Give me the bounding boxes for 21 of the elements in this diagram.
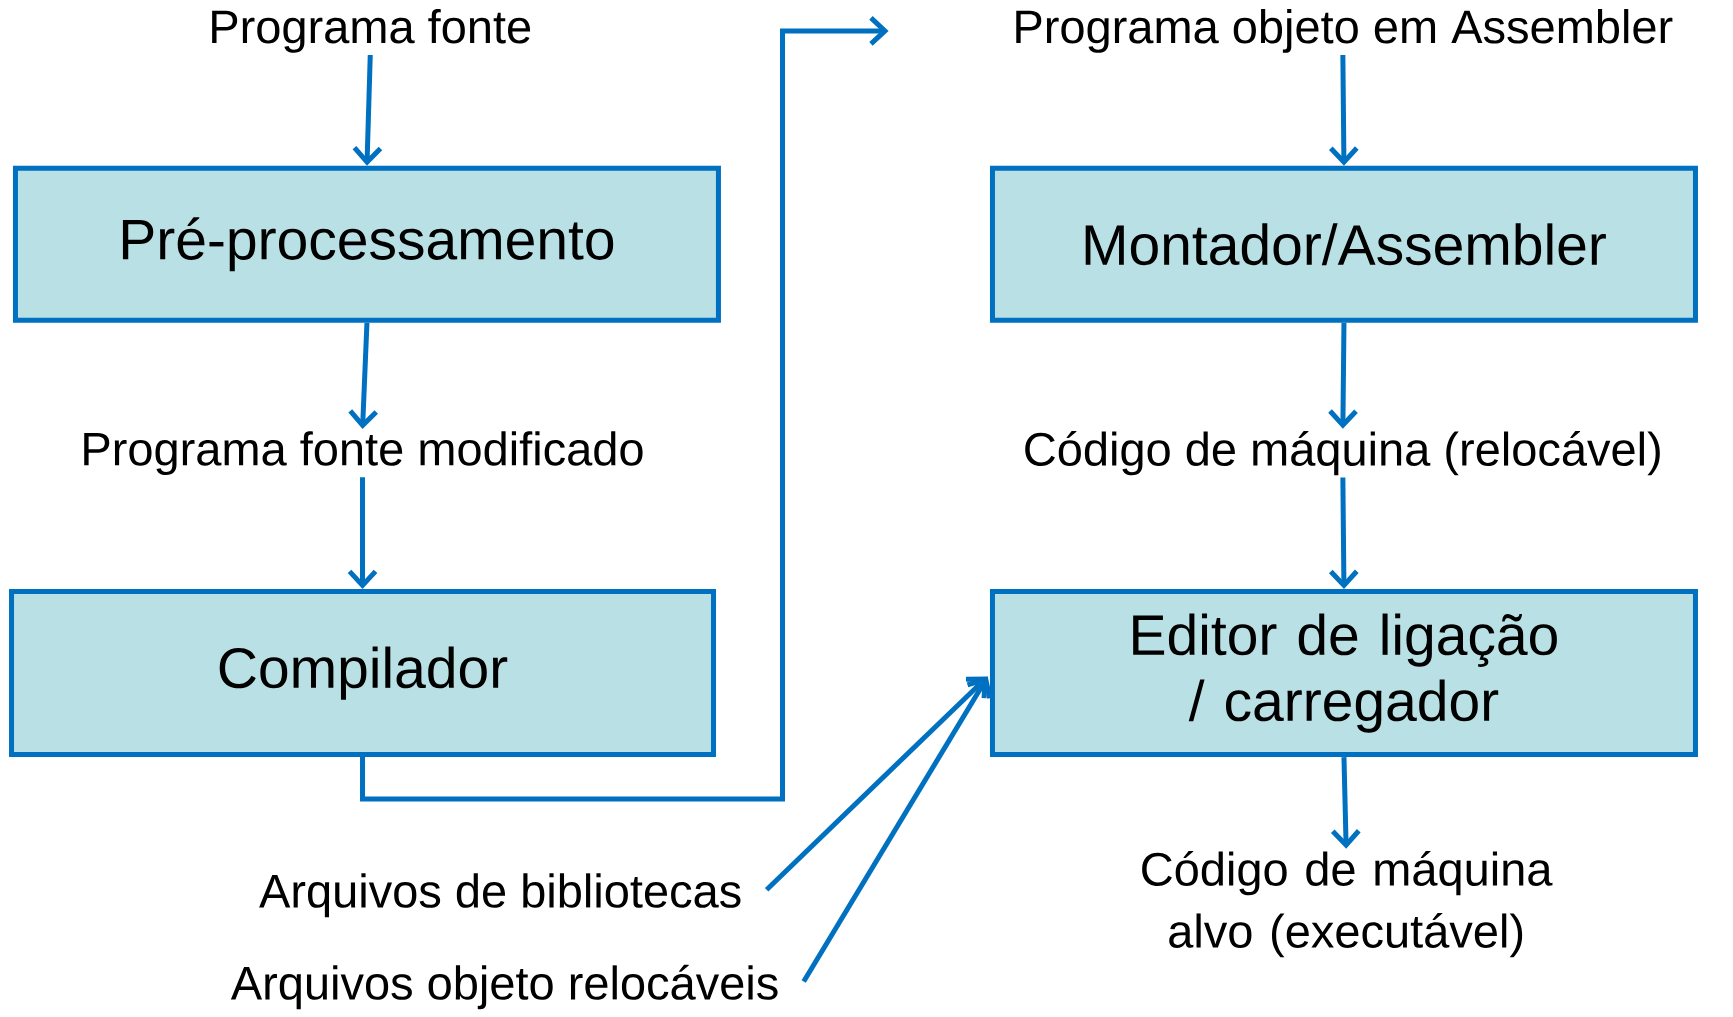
flow-label: Código de máquina alvo (executável) (1142, 851, 1553, 958)
process-box: Editor de ligação / carregador (989, 589, 1698, 758)
process-box: Compilador (9, 589, 717, 758)
arrow (764, 676, 988, 892)
arrow (1328, 322, 1358, 429)
arrow (348, 322, 378, 430)
arrow (1328, 55, 1359, 166)
arrow (801, 676, 993, 983)
flow-label: Código de máquina (relocável) (1025, 431, 1660, 476)
flow-label: Programa objeto em Assembler (1016, 9, 1673, 53)
arrow (360, 16, 889, 802)
flow-label: Arquivos de bibliotecas (259, 873, 741, 918)
process-box: Montador/Assembler (989, 165, 1698, 323)
arrow (352, 55, 383, 166)
process-box: Pré-processamento (12, 165, 721, 323)
arrow (1328, 477, 1359, 590)
flow-label: Arquivos objeto relocáveis (230, 964, 778, 1010)
arrow (347, 477, 378, 590)
flow-label: Programa fonte (212, 9, 531, 53)
arrow (1330, 757, 1361, 849)
flow-label: Programa fonte modificado (84, 431, 643, 476)
